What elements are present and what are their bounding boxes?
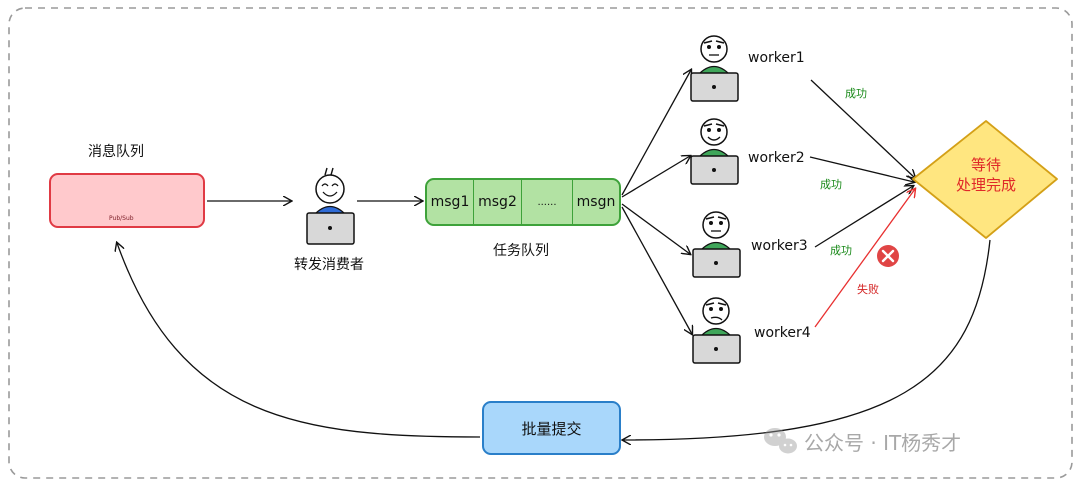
wait-diamond-label: 等待 处理完成: [931, 155, 1041, 195]
batch-commit-node: 批量提交: [482, 401, 621, 455]
worker4-label: worker4: [754, 325, 811, 341]
forward-consumer-label: 转发消费者: [294, 257, 364, 273]
message-queue-node: [49, 173, 205, 228]
edge-worker4-to-wait-fail: [814, 189, 915, 328]
edge-label-fail: 失败: [857, 283, 879, 296]
edge-queue-to-worker2: [621, 156, 690, 198]
queue-cell: msgn: [576, 194, 616, 210]
edge-worker1-to-wait: [810, 79, 915, 178]
queue-cell: ......: [522, 180, 573, 224]
edge-queue-to-worker3: [621, 203, 690, 254]
edge-wait-to-batch: [623, 239, 991, 440]
consumer-avatar-icon: [306, 167, 355, 245]
worker3-label: worker3: [751, 238, 808, 254]
pubsub-label: Pub/Sub: [109, 215, 134, 222]
edge-label-success-2: 成功: [820, 178, 842, 191]
watermark-text: 公众号 · IT杨秀才: [804, 431, 962, 455]
mq-title: 消息队列: [88, 144, 144, 160]
fail-x-circle-icon: [877, 245, 899, 267]
wait-line-1: 等待: [970, 156, 1001, 174]
task-queue-title: 任务队列: [493, 243, 549, 259]
worker1-avatar-icon: [690, 35, 739, 102]
queue-cell: msg2: [474, 180, 522, 224]
edge-queue-to-worker1: [621, 70, 691, 196]
task-queue-node: msg1 msg2 ...... msgn: [425, 178, 621, 226]
edge-label-success-1: 成功: [845, 87, 867, 100]
worker2-avatar-icon: [690, 118, 739, 185]
edge-queue-to-worker4: [621, 206, 692, 334]
edge-worker2-to-wait: [809, 156, 914, 182]
wait-line-2: 处理完成: [955, 176, 1016, 194]
outer-frame: [8, 7, 1073, 479]
edge-label-success-3: 成功: [830, 244, 852, 257]
edge-batch-to-mq: [117, 243, 481, 438]
queue-cell: msg1: [427, 180, 474, 224]
wait-diamond-shape: [912, 120, 1058, 239]
edge-worker3-to-wait: [814, 186, 913, 248]
worker1-label: worker1: [748, 50, 805, 66]
worker3-avatar-icon: [692, 211, 741, 278]
wechat-icon: [764, 428, 797, 454]
worker4-avatar-icon: [692, 297, 741, 364]
worker2-label: worker2: [748, 150, 805, 166]
